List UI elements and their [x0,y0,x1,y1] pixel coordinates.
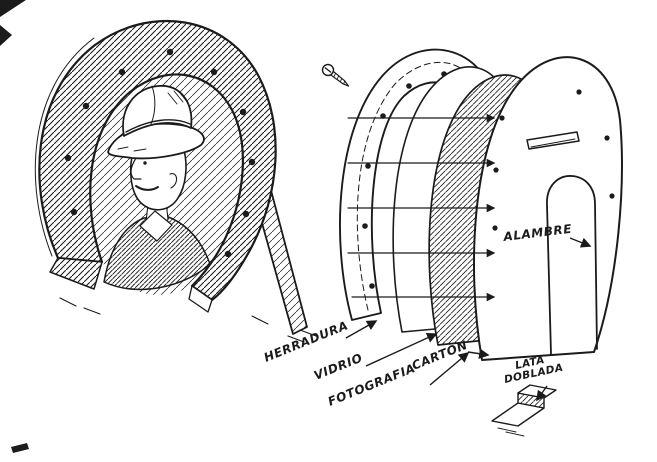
alambre-arrow [569,237,592,248]
collar [139,210,173,242]
mustache [135,185,159,191]
hat-band [125,119,191,133]
cardboard-layer [473,56,623,361]
label-vidrio: VIDRIO [312,351,365,383]
ground-strokes [59,297,317,343]
hat-crown [122,85,193,137]
herradura-arrow [345,320,378,339]
nail-holes [64,48,256,258]
cardboard-holes [492,89,615,231]
eye [143,161,147,165]
assembled-frame-illustration [34,19,317,343]
horseshoe-band [38,19,277,302]
horseshoe-end-left [49,257,103,290]
bent-tin-piece [491,384,557,437]
wire-slot-shadow [530,138,576,148]
stand-flap-cut [546,175,598,355]
wire-slot [526,131,580,150]
assembly-arrows [347,113,496,302]
fotografia-arrow [429,351,470,386]
scan-artifacts [0,0,29,453]
label-carton-group: CARTON [410,338,490,373]
nose [130,157,142,180]
ear [169,172,178,189]
screw-icon [321,63,350,87]
lata-doblada-arrow [536,385,548,402]
carton-arrow [467,348,490,359]
exploded-view [321,48,623,437]
hat-shading [117,90,189,152]
coat [103,215,211,290]
hat-crease [150,85,156,125]
portrait [103,85,211,290]
horseshoe-outer-accent [34,37,95,257]
horseshoe-end-right [188,285,213,313]
horseshoe-dashed-centerline [356,61,491,311]
vidrio-arrow [365,332,438,367]
